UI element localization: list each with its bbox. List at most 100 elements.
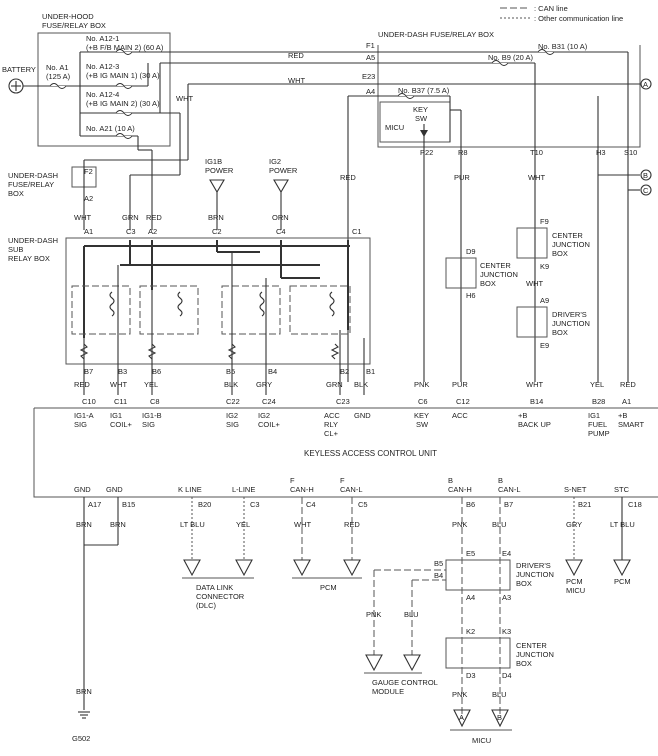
legend-other-line: : Other communication line [534,14,623,23]
cjb2-label-2: JUNCTION [516,650,554,659]
offpage-a: A [643,80,648,89]
pin-fcanl: F [340,476,345,485]
pin-keysw: KEY [414,411,429,420]
terminal-c12: C12 [456,397,470,406]
pin-fuelpump-2: FUEL [588,420,607,429]
terminal-e9: E9 [540,341,549,350]
wire-label: BLK [354,380,368,389]
wire-label: GRY [256,380,272,389]
offpage-connector-a [640,78,652,90]
fuse-b31-label: No. B31 (10 A) [538,42,588,51]
terminal-a17: A17 [88,500,101,509]
micu-bottom-label: MICU [472,736,491,745]
pin-ig1coil: IG1 [110,411,122,420]
pin-keysw-2: SW [416,420,429,429]
cjb-d9-label: CENTER [480,261,511,270]
sub-relay-title-3: RELAY BOX [8,254,50,263]
pcm-label: PCM [320,583,337,592]
fuse-a12-4-rating: (+B IG MAIN 2) (30 A) [86,99,160,108]
power-arrow-icon [273,179,289,194]
djb1-label-2: JUNCTION [552,319,590,328]
connector-arrow-icon [491,709,509,728]
fuse-b37-label: No. B37 (7.5 A) [398,86,450,95]
terminal-c4: C4 [276,227,286,236]
terminal-c8: C8 [150,397,160,406]
key-sw-label: KEY [413,105,428,114]
micu-conn-a: A [459,713,464,722]
legend: : CAN line : Other communication line [500,4,623,23]
terminal-b4: B4 [268,367,277,376]
wire-label: WHT [528,173,545,182]
djb2-label-2: JUNCTION [516,570,554,579]
pcm-micu-label-2: MICU [566,586,585,595]
djb2-label: DRIVER'S [516,561,551,570]
fuse-icon [115,83,133,89]
wire-label: BLU [492,690,507,699]
key-sw-label-2: SW [415,114,428,123]
connector-arrow-icon [183,559,201,577]
fuse-icon [491,60,509,66]
wire-label: BRN [110,520,126,529]
pin-snet: S-NET [564,485,587,494]
fuse-a21-label: No. A21 (10 A) [86,124,135,133]
wire-label: BRN [208,213,224,222]
terminal-a9: A9 [540,296,549,305]
terminal-b20: B20 [198,500,211,509]
pin-fcanl-2: CAN-L [340,485,363,494]
wire-label: PUR [454,173,470,182]
wire-label: YEL [144,380,158,389]
terminal-p22: P22 [420,148,433,157]
terminal-r8: R8 [458,148,468,157]
connector-arrow-icon [235,559,253,577]
battery-label: BATTERY [2,65,36,74]
offpage-connector-c [640,184,652,196]
under-hood-title-2: FUSE/RELAY BOX [42,21,106,30]
terminal-e23: E23 [362,72,375,81]
ground-icon [78,711,90,719]
wire-label: GRY [566,520,582,529]
pin-acc-rly-2: RLY [324,420,338,429]
cjb-d9-label-3: BOX [480,279,496,288]
wire-label: LT BLU [610,520,635,529]
terminal-c5: C5 [358,500,368,509]
terminal-s10: S10 [624,148,637,157]
cjb-d9-label-2: JUNCTION [480,270,518,279]
pin-backup: +B [518,411,527,420]
wire-label: WHT [110,380,127,389]
pin-acc-rly-3: CL+ [324,429,339,438]
terminal-a2: A2 [84,194,93,203]
terminal-c10: C10 [82,397,96,406]
ig1b-power-2: POWER [205,166,234,175]
drivers-junction-box [516,306,548,338]
terminal-c6: C6 [418,397,428,406]
wire-label: ORN [272,213,289,222]
pin-bcanh-2: CAN-H [448,485,472,494]
connector-arrow-icon [613,559,631,577]
connector-arrow-icon [365,654,383,672]
pin-fuelpump: IG1 [588,411,600,420]
terminal-c3: C3 [126,227,136,236]
ig1b-power: IG1B [205,157,222,166]
pin-smart-2: SMART [618,420,645,429]
wire-label: PUR [452,380,468,389]
fuse-a1-rating: (125 A) [46,72,71,81]
ground-g502: G502 [72,734,90,743]
drivers-junction-box-2 [445,559,511,591]
terminal-c11: C11 [114,397,127,406]
wire-label: BRN [76,687,92,696]
fuse-icon [49,83,67,89]
fuse-a12-3-label: No. A12-3 [86,62,119,71]
connector-arrow-icon [293,559,311,577]
terminal-c4: C4 [306,500,316,509]
wire-label: RED [74,380,90,389]
ig2-power-2: POWER [269,166,298,175]
center-junction-box [516,227,548,259]
pin-stc: STC [614,485,630,494]
battery: BATTERY [2,65,36,94]
terminal-c2: C2 [212,227,222,236]
cjb1-label: CENTER [552,231,583,240]
terminal-c22: C22 [226,397,240,406]
pin-ig2sig-2: SIG [226,420,239,429]
offpage-b: B [643,171,648,180]
fuse-icon [537,49,555,55]
